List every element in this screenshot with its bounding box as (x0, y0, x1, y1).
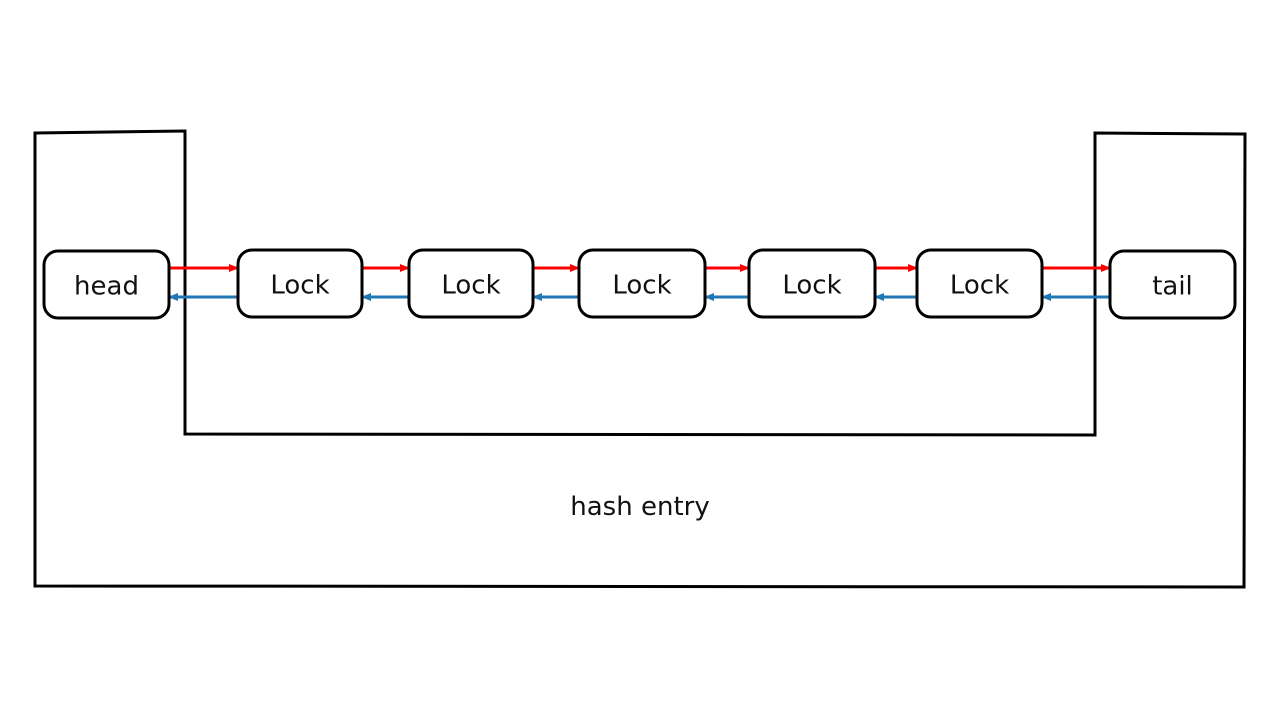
node-box-lock1 (236, 248, 364, 319)
node-lock3: Lock (577, 248, 707, 319)
hash-entry-label: hash entry (570, 492, 709, 522)
node-box-lock5 (915, 248, 1044, 319)
node-box-head (42, 249, 171, 320)
node-lock5: Lock (915, 248, 1044, 319)
node-label-lock2: Lock (441, 271, 500, 301)
node-label-lock3: Lock (612, 271, 671, 301)
node-box-lock2 (407, 248, 535, 319)
node-label-head: head (74, 272, 139, 302)
node-tail: tail (1108, 249, 1237, 320)
node-lock2: Lock (407, 248, 535, 319)
node-box-lock3 (577, 248, 707, 319)
hash-entry-container (33, 129, 1247, 589)
node-label-lock4: Lock (782, 271, 841, 301)
node-lock1: Lock (236, 248, 364, 319)
node-box-tail (1108, 249, 1237, 320)
node-label-lock1: Lock (270, 271, 329, 301)
node-box-lock4 (747, 248, 877, 319)
node-label-tail: tail (1152, 272, 1193, 302)
node-lock4: Lock (747, 248, 877, 319)
node-head: head (42, 249, 171, 320)
edges-layer (168, 264, 1111, 301)
node-label-lock5: Lock (950, 271, 1009, 301)
nodes-layer: head Lock Lock Lock Lock Lock tail (42, 248, 1237, 320)
